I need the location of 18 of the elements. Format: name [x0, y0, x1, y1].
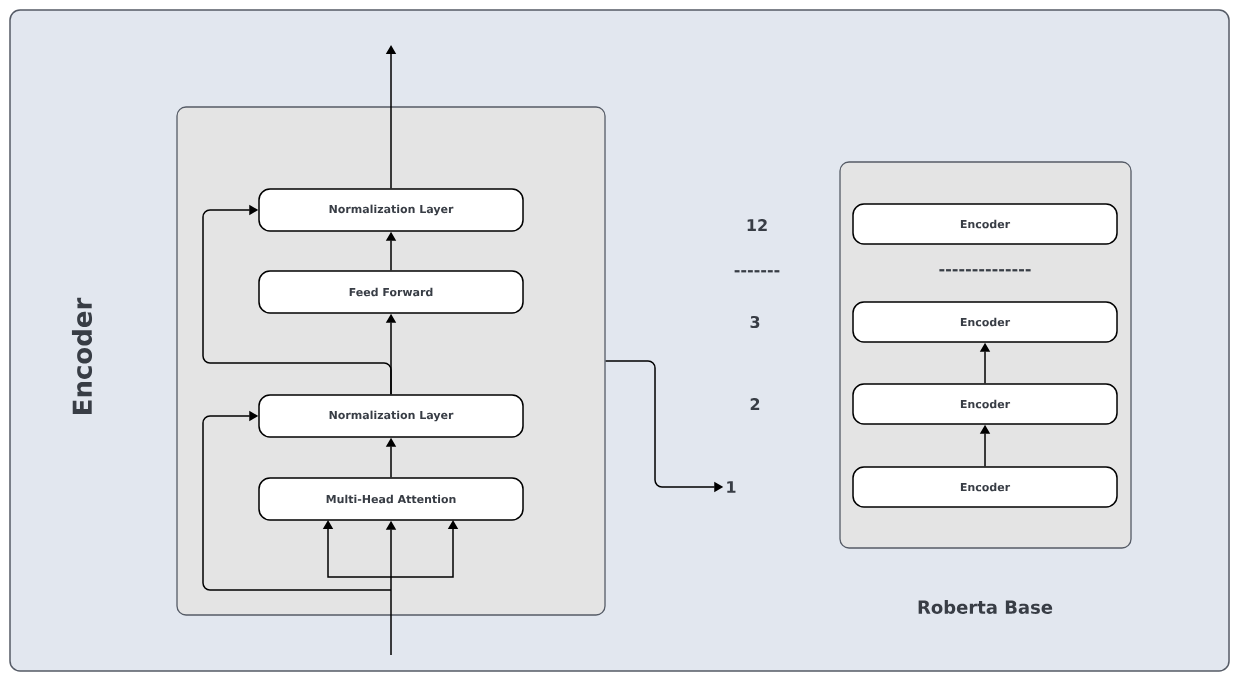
layer-box: Encoder [852, 383, 1118, 425]
layer-box: Encoder [852, 301, 1118, 343]
layer-number: 1 [727, 481, 736, 493]
layer-box: Multi-Head Attention [258, 477, 524, 521]
layer-number: 2 [750, 398, 760, 410]
arrow [202, 410, 392, 591]
layer-box: Normalization Layer [258, 188, 524, 232]
layer-number: 12 [747, 219, 767, 231]
block-title: Roberta Base [918, 600, 1053, 614]
block-title: Encoder [71, 297, 93, 414]
layer-box: Encoder [852, 203, 1118, 245]
layer-box: Feed Forward [258, 270, 524, 314]
layer-number: -------------- [939, 269, 1031, 272]
layer-box: Normalization Layer [258, 394, 524, 438]
layer-box: Encoder [852, 466, 1118, 508]
layer-number: 3 [750, 315, 760, 329]
layer-number: ------- [734, 270, 780, 273]
arrow [202, 204, 392, 395]
